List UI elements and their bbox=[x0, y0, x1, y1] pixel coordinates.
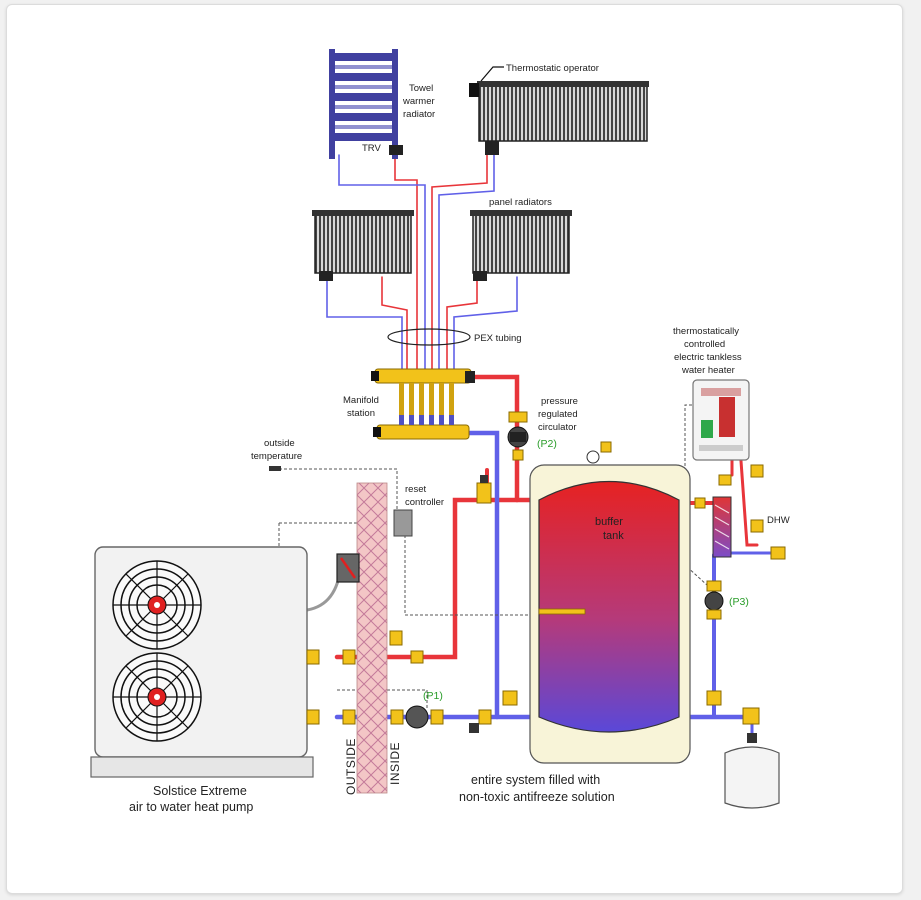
buffer-tank bbox=[529, 441, 691, 764]
panel-radiator-left bbox=[312, 210, 414, 281]
tankless-label-2: controlled bbox=[684, 339, 725, 350]
dhw-heat-exchanger bbox=[694, 464, 786, 560]
fan-upper bbox=[112, 560, 202, 650]
pex-tubing-marker bbox=[387, 328, 471, 346]
reset-controller-label-1: reset bbox=[405, 484, 426, 495]
antifreeze-note-2: non-toxic antifreeze solution bbox=[459, 790, 615, 804]
tankless-label-4: water heater bbox=[681, 365, 735, 376]
trv-label: TRV bbox=[362, 143, 381, 154]
p2-circulator bbox=[507, 411, 529, 461]
tankless-label-1: thermostatically bbox=[673, 326, 739, 337]
inside-label: INSIDE bbox=[388, 742, 402, 785]
p2-label: (P2) bbox=[537, 438, 557, 450]
reset-controller-label-2: controller bbox=[405, 497, 444, 508]
top-panel-radiator bbox=[469, 81, 649, 155]
p1-label: (P1) bbox=[423, 690, 443, 702]
towel-warmer-label-1: Towel bbox=[409, 83, 433, 94]
buffer-tank-label-2: tank bbox=[603, 530, 624, 542]
heat-pump-label-2: air to water heat pump bbox=[129, 800, 253, 814]
thermostatic-operator-pointer bbox=[480, 66, 504, 82]
thermostatic-operator-label: Thermostatic operator bbox=[506, 63, 599, 74]
towel-warmer-radiator bbox=[329, 49, 403, 159]
panel-radiator-right bbox=[470, 210, 572, 281]
manifold-label-2: station bbox=[347, 408, 375, 419]
reset-controller bbox=[393, 509, 413, 537]
towel-warmer-label-3: radiator bbox=[403, 109, 435, 120]
outside-label: OUTSIDE bbox=[344, 738, 358, 795]
manifold-label-1: Manifold bbox=[343, 395, 379, 406]
panel-radiators-label: panel radiators bbox=[489, 197, 552, 208]
antifreeze-note-1: entire system filled with bbox=[471, 773, 600, 787]
outside-temperature-label-2: temperature bbox=[251, 451, 302, 462]
p3-circulator bbox=[704, 580, 724, 620]
diagram-frame: Towel warmer radiator TRV Thermostatic o… bbox=[6, 4, 903, 894]
manifold-station bbox=[371, 368, 475, 440]
pex-tubing-label: PEX tubing bbox=[474, 333, 522, 344]
fan-lower bbox=[112, 652, 202, 742]
dhw-label: DHW bbox=[767, 515, 790, 526]
buffer-tank-label-1: buffer bbox=[595, 516, 623, 528]
expansion-tank bbox=[724, 707, 780, 809]
air-separator bbox=[476, 475, 492, 504]
pressure-circulator-label-1: pressure bbox=[541, 396, 578, 407]
p1-circulator bbox=[390, 705, 444, 729]
p3-label: (P3) bbox=[729, 596, 749, 608]
pressure-circulator-label-2: regulated bbox=[538, 409, 578, 420]
air-to-water-heat-pump bbox=[90, 546, 356, 778]
supply-valve bbox=[389, 630, 424, 664]
outdoor-sensor bbox=[269, 466, 281, 471]
return-valves bbox=[469, 690, 518, 733]
building-wall bbox=[356, 482, 388, 794]
pressure-circulator-label-3: circulator bbox=[538, 422, 577, 433]
tankless-label-3: electric tankless bbox=[674, 352, 742, 363]
heat-pump-label-1: Solstice Extreme bbox=[153, 784, 247, 798]
towel-warmer-label-2: warmer bbox=[402, 96, 435, 107]
electric-tankless-water-heater bbox=[692, 379, 750, 461]
outside-temperature-label-1: outside bbox=[264, 438, 295, 449]
hydronic-system-diagram: Towel warmer radiator TRV Thermostatic o… bbox=[90, 49, 790, 814]
dhw-valves bbox=[706, 690, 722, 706]
